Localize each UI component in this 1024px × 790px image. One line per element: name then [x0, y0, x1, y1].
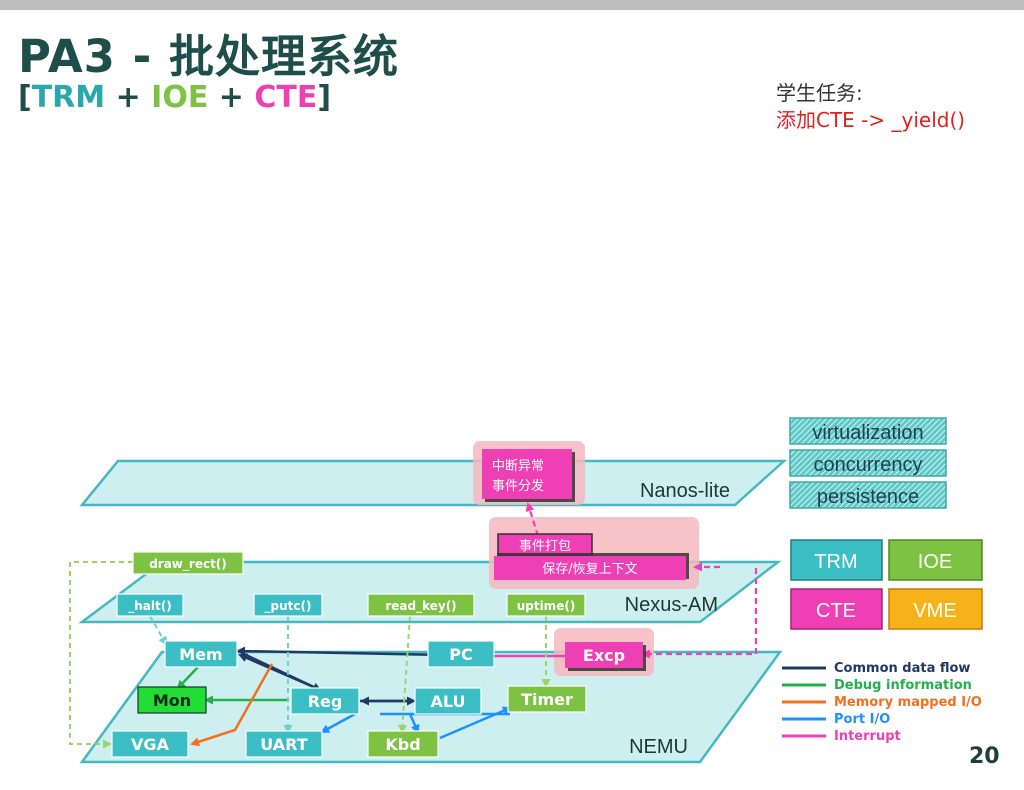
halt-node[interactable] [116, 593, 184, 617]
trm-block [790, 539, 883, 581]
excp-node[interactable] [565, 642, 643, 668]
ioe-block-label: IOE [918, 551, 952, 573]
kbd-to-timer-arrow [439, 706, 512, 740]
vme-block-label: VME [913, 600, 956, 622]
uptime-node[interactable] [506, 593, 586, 617]
subtitle-ioe: IOE [151, 80, 209, 115]
task-heading: 学生任务: [776, 81, 863, 105]
halt-label: _halt() [128, 599, 171, 614]
nanos-lite-label: Nanos-lite [640, 480, 730, 502]
save-restore-node[interactable] [494, 556, 686, 580]
legend-label-common: Common data flow [834, 661, 970, 676]
mem-node[interactable] [164, 640, 238, 668]
read-key-node[interactable] [367, 593, 475, 617]
top-border [0, 0, 1024, 10]
reg-to-uart-arrow [320, 712, 356, 734]
subtitle-cte: CTE [254, 80, 318, 115]
uart-label: UART [260, 735, 307, 754]
reg-to-kbd-arrow [408, 713, 420, 734]
subtitle-trm: TRM [31, 80, 106, 115]
draw-rect-to-vga-arrow [69, 561, 133, 749]
mon-label: Mon [153, 691, 191, 710]
ioe-block [888, 539, 983, 581]
subtitle-plus: + [208, 80, 255, 115]
concurrency-box [789, 449, 947, 477]
legend-label-debug: Debug information [834, 678, 972, 693]
save-restore-label: 保存/恢复上下文 [542, 562, 637, 577]
reg-node[interactable] [290, 687, 360, 715]
concurrency-label: concurrency [814, 454, 923, 476]
read-key-to-kbd-arrow [397, 615, 411, 734]
read-key-label: read_key() [385, 599, 456, 614]
kbd-label: Kbd [385, 735, 420, 754]
pack-to-dispatch-arrow [525, 502, 540, 537]
subtitle-bracket-open: [ [18, 80, 32, 115]
timer-node[interactable] [507, 685, 587, 713]
vga-node[interactable] [111, 730, 189, 758]
dispatch-label-line1: 中断异常 [492, 459, 544, 474]
event-dispatch-node[interactable] [482, 449, 572, 499]
virtualization-label: virtualization [812, 422, 923, 444]
reg-to-mem-arrow [238, 653, 317, 690]
vme-block [888, 588, 983, 630]
cte-block [790, 588, 883, 630]
mon-node[interactable] [137, 686, 207, 714]
dispatch-label-line2: 事件分发 [492, 478, 544, 494]
trm-block-label: TRM [814, 551, 857, 573]
putc-label: _putc() [265, 599, 312, 614]
mem-to-mon-arrow [176, 666, 199, 690]
persistence-label: persistence [817, 486, 919, 508]
alu-node[interactable] [414, 687, 482, 715]
page-number: 20 [969, 744, 1000, 769]
task-item: 添加CTE -> _yield() [776, 108, 966, 132]
uptime-label: uptime() [517, 599, 576, 613]
mem-to-vga-arrow [190, 663, 274, 747]
subtitle-plus: + [105, 80, 152, 115]
student-task: 学生任务: 添加CTE -> _yield() [776, 80, 965, 134]
excp-to-nexus-arrow [641, 568, 758, 659]
cte-block-label: CTE [816, 600, 856, 622]
slide-title: PA3 - 批处理系统 [18, 30, 399, 83]
pc-label: PC [449, 645, 472, 664]
reg-label: Reg [308, 692, 343, 711]
event-pack-label: 事件打包 [519, 539, 571, 554]
subtitle-bracket-close: ] [317, 80, 332, 115]
legend-label-interrupt: Interrupt [834, 729, 901, 744]
nemu-label: NEMU [629, 736, 688, 758]
draw-rect-node[interactable] [132, 551, 244, 575]
mem-label: Mem [179, 645, 222, 664]
kbd-node[interactable] [367, 730, 439, 758]
timer-label: Timer [521, 690, 573, 709]
legend-label-portio: Port I/O [834, 712, 890, 727]
pc-node[interactable] [427, 640, 495, 668]
excp-label: Excp [583, 646, 625, 665]
putc-node[interactable] [253, 593, 323, 617]
uart-node[interactable] [245, 730, 323, 758]
alu-label: ALU [431, 692, 466, 711]
legend-label-mmio: Memory mapped I/O [834, 695, 982, 710]
draw-rect-label: draw_rect() [149, 557, 227, 572]
slide-subtitle: [TRM + IOE + CTE] [18, 80, 331, 115]
nexus-am-label: Nexus-AM [625, 594, 718, 616]
persistence-box [789, 481, 947, 509]
virtualization-box [789, 417, 947, 445]
legend: Common data flow Debug information Memor… [782, 661, 982, 744]
vga-label: VGA [131, 735, 170, 754]
